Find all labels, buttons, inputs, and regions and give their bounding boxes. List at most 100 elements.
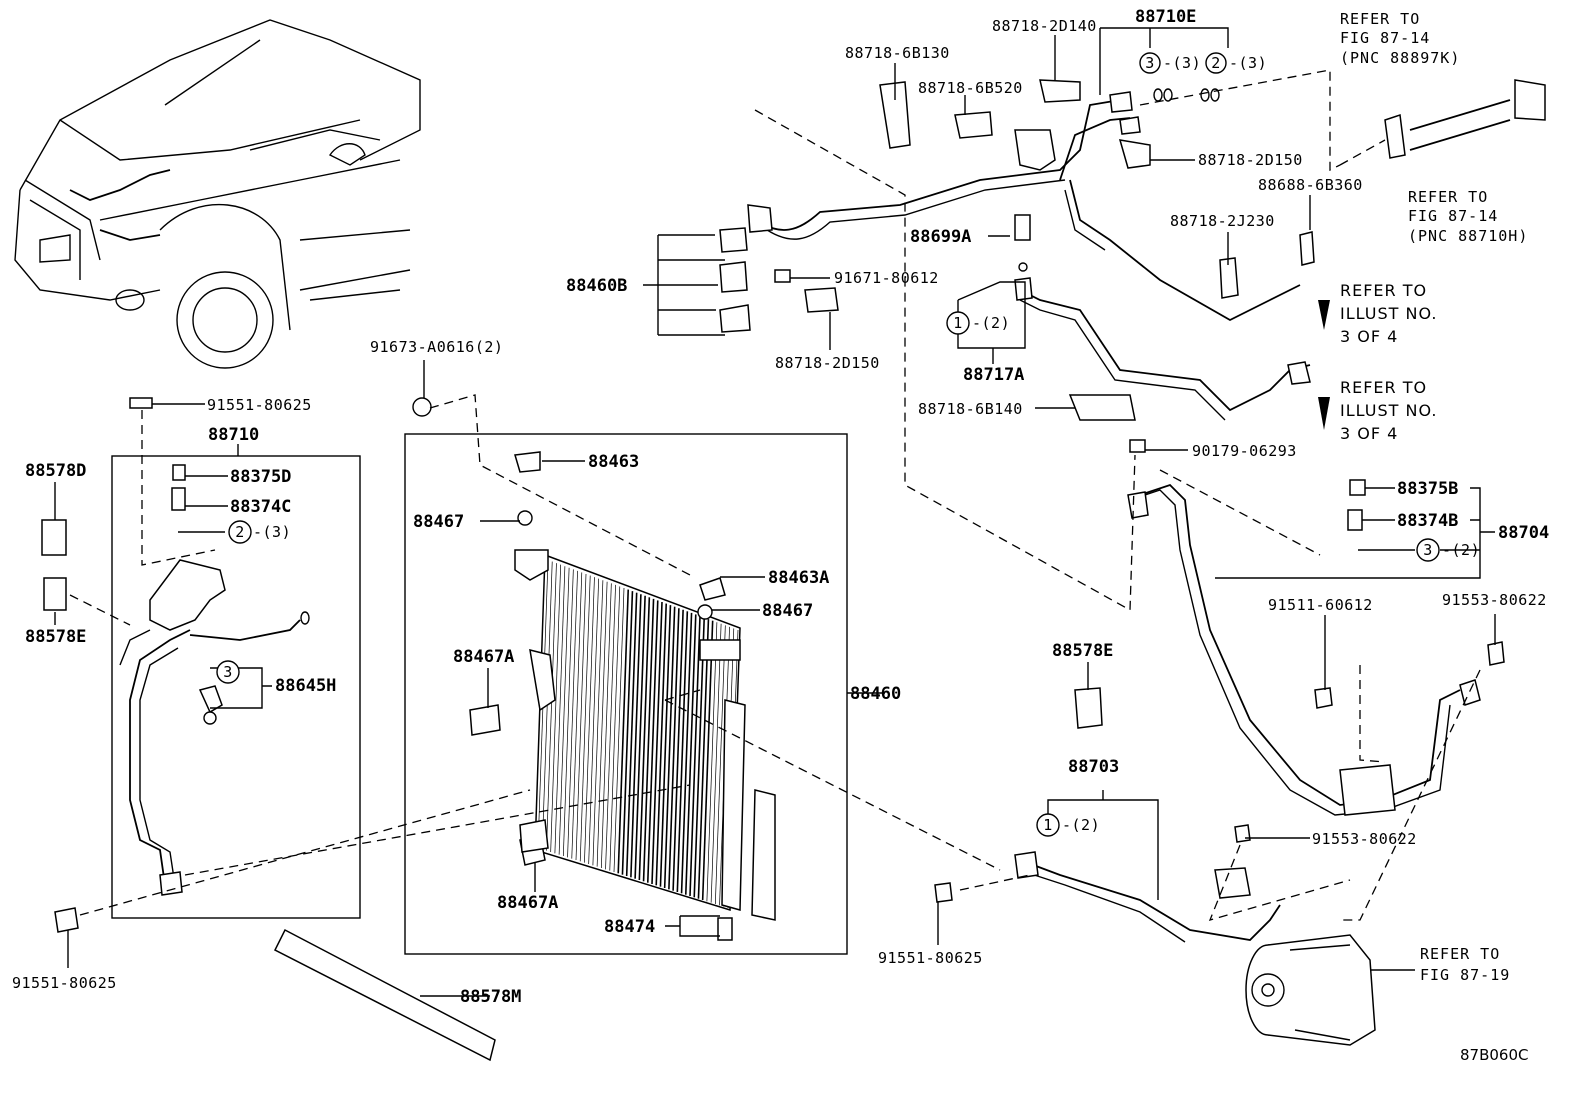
condenser-fin <box>706 622 718 902</box>
label-88718-2D140: 88718-2D140 <box>992 17 1097 35</box>
label-88460: 88460 <box>850 684 901 704</box>
condenser-fin <box>701 620 714 901</box>
label-91551-80625-top: 91551-80625 <box>207 396 312 414</box>
label-88578E-right: 88578E <box>1052 641 1113 661</box>
condenser-fin <box>642 598 655 882</box>
refer-note-3-line1: REFER TO <box>1340 281 1427 300</box>
svg-text:1: 1 <box>1043 816 1053 834</box>
svg-text:3: 3 <box>1145 54 1155 72</box>
seal-88578E-left <box>43 577 67 611</box>
label-88460B: 88460B <box>566 276 627 296</box>
label-88467A-a: 88467A <box>453 647 514 667</box>
label-91553-80622-a: 91553-80622 <box>1442 591 1547 609</box>
condenser-fin <box>638 597 651 881</box>
pipes-upper <box>719 79 1546 453</box>
svg-text:2: 2 <box>235 523 245 541</box>
condenser-fin <box>546 563 557 851</box>
label-88703: 88703 <box>1068 757 1119 777</box>
condenser-fin <box>571 572 583 859</box>
condenser-fin <box>621 591 634 875</box>
label-91511-60612: 91511-60612 <box>1268 596 1373 614</box>
condenser-fin <box>592 580 604 866</box>
condenser-fin <box>605 584 616 870</box>
refer-note-4-line2: ILLUST NO. <box>1340 401 1437 420</box>
core-88374B <box>1347 509 1363 531</box>
label-88474: 88474 <box>604 917 655 937</box>
vehicle-sketch <box>14 19 421 369</box>
condenser-fin <box>575 573 587 861</box>
label-88375B: 88375B <box>1397 479 1458 499</box>
refer-note-3-line3: 3 OF 4 <box>1340 327 1398 346</box>
condenser-fin <box>680 612 693 894</box>
condenser-fin <box>554 566 566 854</box>
refer-note-1-line3: (PNC 88897K) <box>1340 49 1460 67</box>
condenser-fin <box>646 600 659 883</box>
seal-88578D <box>41 519 67 556</box>
label-88710: 88710 <box>208 425 259 445</box>
label-88374C: 88374C <box>230 497 291 517</box>
svg-text:-(2): -(2) <box>1442 541 1480 559</box>
svg-text:3: 3 <box>223 663 233 681</box>
label-91553-80622-b: 91553-80622 <box>1312 830 1417 848</box>
condenser-fin <box>617 589 630 874</box>
box-88460 <box>404 433 848 955</box>
svg-text:2: 2 <box>1211 54 1221 72</box>
condenser-fin <box>684 614 697 895</box>
condenser-fin <box>668 608 680 890</box>
label-88718-2D150-mid: 88718-2D150 <box>775 354 880 372</box>
box-88710 <box>111 455 361 919</box>
condenser-fin <box>579 575 591 862</box>
svg-text:-(3): -(3) <box>253 523 291 541</box>
callout-circle <box>946 311 970 335</box>
callout-circle <box>228 520 252 544</box>
hoses-lower <box>934 483 1505 1046</box>
callout-circle <box>1205 52 1227 74</box>
part-labels: 88718-6B130 88718-2D140 88710E 88718-6B5… <box>12 7 1549 1007</box>
core-88374C <box>171 487 186 511</box>
label-88374B: 88374B <box>1397 511 1458 531</box>
diagram-code: 87B060C <box>1460 1046 1528 1064</box>
refer-note-2-line2: FIG 87-14 <box>1408 207 1498 225</box>
callout-circle <box>1139 52 1161 74</box>
condenser-fin <box>625 592 638 877</box>
condenser-core <box>412 397 776 941</box>
condenser-fin <box>634 595 646 879</box>
condenser-fin <box>672 609 684 891</box>
down-arrow-icon <box>1318 397 1330 430</box>
leader-lines <box>54 27 1496 997</box>
bolt-91551-80625-bl <box>54 907 79 933</box>
liquid-tube-88710 <box>119 559 310 896</box>
label-88375D: 88375D <box>230 467 291 487</box>
condenser-fin <box>693 617 706 898</box>
label-91551-80625-bl: 91551-80625 <box>12 974 117 992</box>
label-88467A-b: 88467A <box>497 893 558 913</box>
refer-note-1-line1: REFER TO <box>1340 10 1420 28</box>
label-88688-6B360: 88688-6B360 <box>1258 176 1363 194</box>
svg-text:-(3): -(3) <box>1229 54 1267 72</box>
label-91671-80612: 91671-80612 <box>834 269 939 287</box>
refer-note-3-line2: ILLUST NO. <box>1340 304 1437 323</box>
callout-circle <box>1036 813 1060 837</box>
label-88718-6B520: 88718-6B520 <box>918 79 1023 97</box>
svg-text:1: 1 <box>953 314 963 332</box>
condenser-fin <box>659 605 672 887</box>
label-88718-6B130: 88718-6B130 <box>845 44 950 62</box>
callout-circle <box>1416 538 1440 562</box>
label-91551-80625-br: 91551-80625 <box>878 949 983 967</box>
label-88467-b: 88467 <box>762 601 813 621</box>
condenser-fin <box>714 625 726 905</box>
down-arrow-icon <box>1318 300 1330 330</box>
refer-note-5-line1: REFER TO <box>1420 945 1500 963</box>
condenser-fin <box>588 578 600 865</box>
label-88704: 88704 <box>1498 523 1549 543</box>
refer-note-2-line3: (PNC 88710H) <box>1408 227 1528 245</box>
condenser-fin <box>689 615 701 897</box>
condenser-fin <box>697 619 710 899</box>
condenser-fin <box>596 581 608 867</box>
condenser-fin <box>710 623 722 903</box>
label-88578D: 88578D <box>25 461 86 481</box>
refer-note-1-line2: FIG 87-14 <box>1340 29 1430 47</box>
condenser-fin <box>584 577 595 863</box>
svg-text:-(2): -(2) <box>1062 816 1100 834</box>
